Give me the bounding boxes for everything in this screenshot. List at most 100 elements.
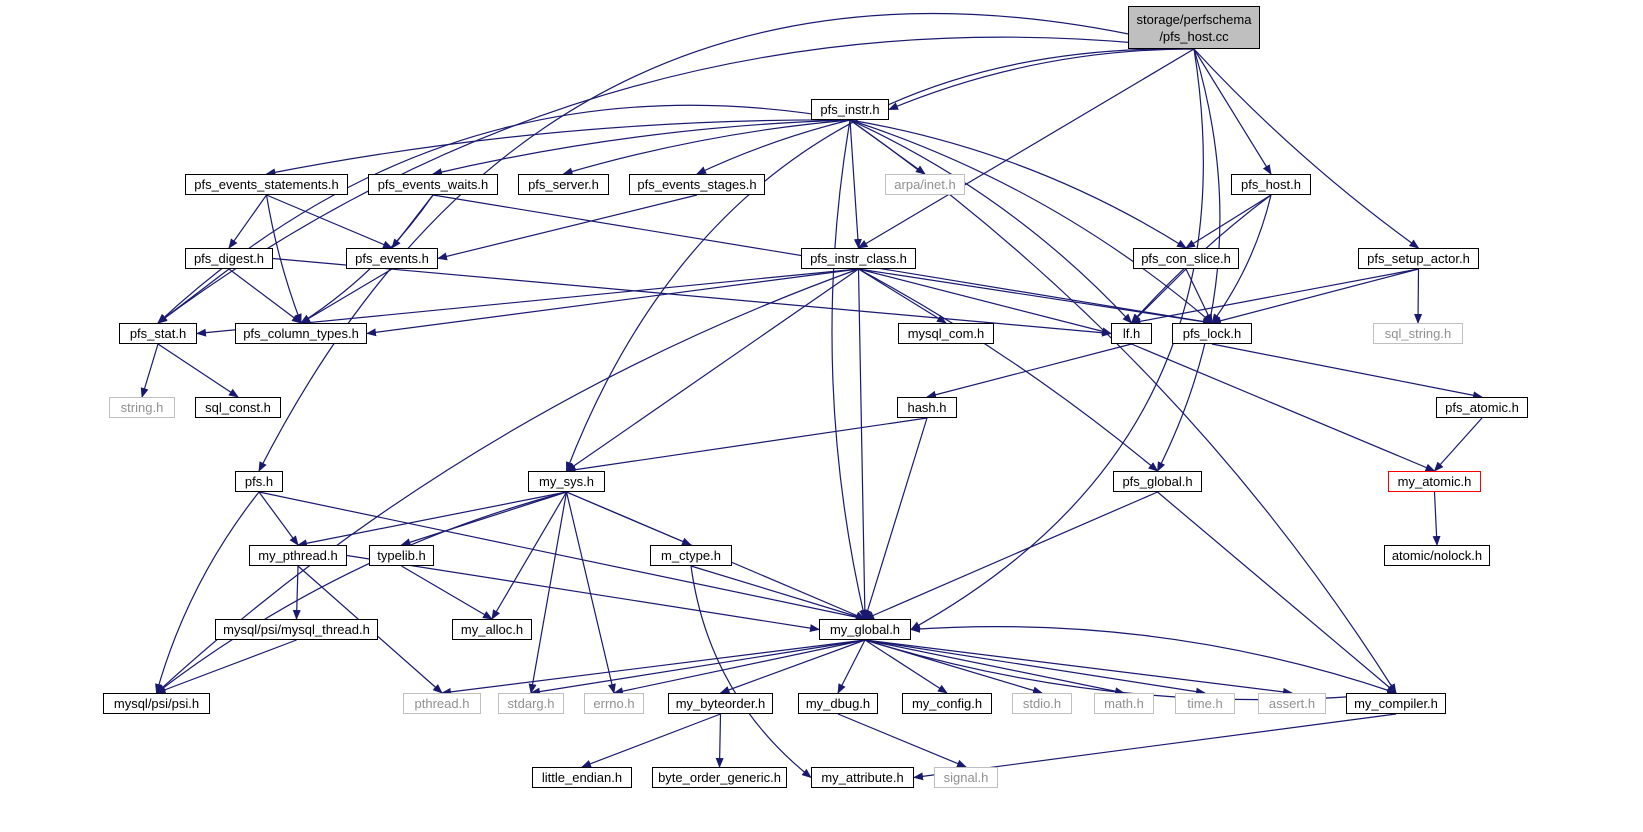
edge-my_global-to-assert [864,639,1293,696]
edge-my_sys-to-psi [155,491,567,694]
edge-my_sys-to-stdarg [528,491,568,694]
root-file-node: storage/perfschema /pfs_host.cc [1128,6,1260,49]
node-pfs-global[interactable]: pfs_global.h [1113,471,1202,492]
edge-pfs_global-to-my_compiler [1157,491,1397,694]
edge-my_global-to-pthread [441,639,866,696]
node-pfs-events-waits[interactable]: pfs_events_waits.h [368,174,498,195]
edge-pfs_host-to-pfs_lock [1211,194,1272,324]
edge-pfs_digest-to-pfs_stat [157,268,230,324]
edge-my_sys-to-errno [565,491,616,694]
node-pfs-setup-actor[interactable]: pfs_setup_actor.h [1358,248,1479,269]
edge-mysql_thread-to-psi [155,639,297,694]
node-pfs-events-statements[interactable]: pfs_events_statements.h [185,174,348,195]
node-my-sys[interactable]: my_sys.h [528,471,605,492]
edge-lf-to-my_atomic [1131,343,1436,472]
edge-root-to-my_global [910,48,1204,631]
edge-pfs_instr_class-to-pfs_global [858,268,1159,472]
edge-root-to-my_sys [565,48,1195,472]
node-my-global[interactable]: my_global.h [819,619,911,640]
edge-my_sys-to-my_pthread [297,491,567,548]
node-typelib[interactable]: typelib.h [369,545,434,566]
node-pfs-instr-class[interactable]: pfs_instr_class.h [801,248,916,269]
edge-pfs_events_statements-to-pfs_column_types [265,194,302,324]
edge-pfs_stat-to-string_h [140,343,159,398]
edge-pfs_events_stages-to-pfs_events [437,194,698,261]
edge-pfs_instr-to-pfs_events_stages [696,119,851,175]
node-mysql-com[interactable]: mysql_com.h [898,323,994,344]
edge-my_global-to-errno [613,639,866,696]
edge-hash-to-my_sys [565,417,928,474]
edge-my_global-to-my_config [864,639,948,694]
edge-pfs_setup_actor-to-sql_string [1414,268,1423,324]
node-pfs-digest[interactable]: pfs_digest.h [185,248,273,269]
node-my-attribute[interactable]: my_attribute.h [811,767,914,788]
edge-pfs_lock-to-pfs_atomic [1211,343,1483,400]
edge-lf-to-hash [926,343,1132,399]
root-file-path-line2: /pfs_host.cc [1159,28,1229,44]
edge-my_global-to-my_dbug [837,639,866,694]
edge-root-to-pfs_setup_actor [1193,48,1420,249]
node-my-compiler[interactable]: my_compiler.h [1346,693,1446,714]
edge-pfs_instr-to-pfs_server [562,119,851,176]
node-my-byteorder[interactable]: my_byteorder.h [668,693,773,714]
node-errno: errno.h [584,693,644,714]
edge-pfs_instr-to-pfs_instr_class [849,119,862,249]
node-hash[interactable]: hash.h [897,397,957,418]
edge-my_global-to-time_h [864,639,1206,696]
edge-my_pthread-to-mysql_thread [292,565,301,620]
node-pfs-stat[interactable]: pfs_stat.h [119,323,197,344]
edge-pfs_events-to-pfs_column_types [300,268,393,324]
edge-pfs_h-to-my_global [258,491,866,622]
edge-pfs_instr_class-to-pfs_column_types [366,268,859,337]
node-mysql-psi-psi[interactable]: mysql/psi/psi.h [103,693,210,714]
edge-pfs_digest-to-lf [272,257,1112,337]
node-pfs-column-types[interactable]: pfs_column_types.h [235,323,367,344]
node-lf[interactable]: lf.h [1111,323,1152,344]
node-my-dbug[interactable]: my_dbug.h [798,693,878,714]
node-pfs[interactable]: pfs.h [235,471,283,492]
node-little-endian[interactable]: little_endian.h [532,767,632,788]
edge-pfs_events_statements-to-pfs_events [266,194,393,249]
node-pfs-con-slice[interactable]: pfs_con_slice.h [1133,248,1239,269]
edge-pfs_instr-to-my_global [831,119,867,620]
root-file-path-line1: storage/perfschema [1136,11,1252,27]
edge-pfs_global-to-my_global [864,491,1158,620]
node-pfs-atomic[interactable]: pfs_atomic.h [1436,397,1528,418]
edge-my_global-to-stdarg [530,639,866,696]
edge-my_compiler-to-my_global [910,624,1397,694]
node-my-config[interactable]: my_config.h [902,693,992,714]
node-sql-const[interactable]: sql_const.h [195,397,281,418]
node-pfs-lock[interactable]: pfs_lock.h [1172,323,1252,344]
edge-pfs_instr-to-pfs_events_waits [432,119,851,176]
node-byte-order-generic[interactable]: byte_order_generic.h [652,767,787,788]
edge-m_ctype-to-my_global [690,565,866,621]
node-stdarg: stdarg.h [498,693,564,714]
edge-pfs_h-to-psi [155,491,260,694]
edge-my_sys-to-my_alloc [491,491,568,620]
node-atomic-nolock[interactable]: atomic/nolock.h [1384,545,1490,566]
edge-pfs_events_statements-to-pfs_digest [228,194,267,249]
node-my-atomic[interactable]: my_atomic.h [1388,471,1481,492]
node-stdio: stdio.h [1012,693,1072,714]
node-pthread: pthread.h [403,693,481,714]
node-pfs-instr[interactable]: pfs_instr.h [811,99,889,120]
node-my-pthread[interactable]: my_pthread.h [249,545,347,566]
edge-typelib-to-my_alloc [401,565,493,620]
edge-m_ctype-to-my_attribute [690,565,812,779]
edge-pfs_instr_class-to-mysql_com [858,268,947,324]
node-pfs-events-stages[interactable]: pfs_events_stages.h [629,174,765,195]
node-pfs-server[interactable]: pfs_server.h [518,174,609,195]
node-m-ctype[interactable]: m_ctype.h [650,545,732,566]
node-arpa-inet: arpa/inet.h [885,174,965,195]
edge-my_byteorder-to-byte_order_generic [715,713,724,768]
edge-root-to-pfs_stat [157,36,1195,324]
edge-root-to-pfs_host [1193,48,1272,175]
node-my-alloc[interactable]: my_alloc.h [452,619,532,640]
edge-pfs_instr-to-lf [849,119,1133,324]
edge-root-to-pfs_h [258,12,1195,472]
node-pfs-events[interactable]: pfs_events.h [346,248,438,269]
edge-pfs_instr_class-to-my_global [857,268,869,620]
node-mysql-psi-mysql-thread[interactable]: mysql/psi/mysql_thread.h [215,619,378,640]
node-pfs-host[interactable]: pfs_host.h [1231,174,1311,195]
